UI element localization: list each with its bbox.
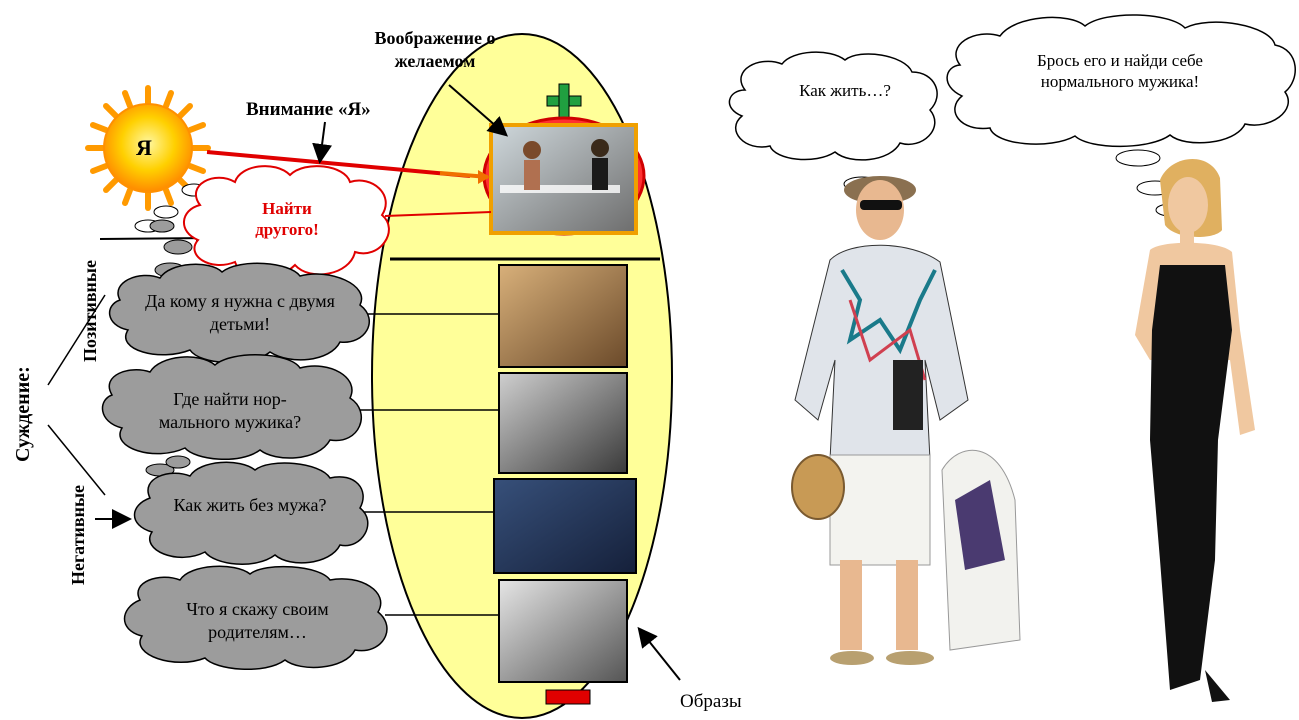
- thought-cloud-3: [133, 461, 369, 565]
- negative-label: Негативные: [68, 484, 88, 585]
- image-boys: [498, 264, 628, 368]
- thought-text-1: Да кому я нужна с двумя детьми!: [145, 291, 335, 334]
- brace-upper: [47, 294, 106, 386]
- thought-text-2: Где найти нор-мального мужика?: [158, 389, 302, 432]
- diagram-title: Воображение о желаемом: [374, 28, 496, 71]
- image-old-couple: [498, 579, 628, 683]
- thought-cloud-4: [123, 565, 388, 670]
- woman1-cloud: [728, 51, 938, 161]
- title-arrow: [448, 84, 509, 137]
- images-label: Образы: [680, 691, 742, 712]
- desired-image: [489, 123, 638, 235]
- judgment-label: Суждение:: [12, 366, 34, 462]
- thought-cloud-2: [101, 354, 362, 460]
- woman2-thought-text: Брось его и найди себе нормального мужик…: [1037, 51, 1203, 92]
- thought-text-4: Что я скажу своим родителям…: [186, 599, 329, 642]
- minus-icon: [545, 689, 591, 705]
- sun-icon: [85, 85, 211, 211]
- woman1-thought-text: Как жить…?: [799, 81, 891, 100]
- woman2-cloud: [946, 14, 1296, 148]
- brace-lower: [47, 424, 106, 496]
- woman-black-dress-figure: [1135, 159, 1255, 702]
- image-fist: [498, 372, 628, 474]
- positive-thought-text: Найти другого!: [255, 199, 319, 240]
- thought-cloud-1: [109, 262, 371, 364]
- plus-icon: [546, 83, 582, 119]
- positive-link-line: [384, 211, 492, 217]
- positive-label: Позитивные: [80, 260, 100, 362]
- attention-line: [206, 150, 471, 178]
- woman-tourist-figure: [791, 176, 1021, 665]
- thought-text-3: Как жить без мужа?: [173, 495, 327, 515]
- attention-label: Внимание «Я»: [246, 99, 371, 120]
- sun-label: Я: [136, 135, 152, 160]
- attention-label-arrow: [312, 121, 333, 164]
- images-arrow: [637, 626, 681, 681]
- image-sad-woman: [493, 478, 637, 574]
- positive-cloud: [183, 165, 390, 279]
